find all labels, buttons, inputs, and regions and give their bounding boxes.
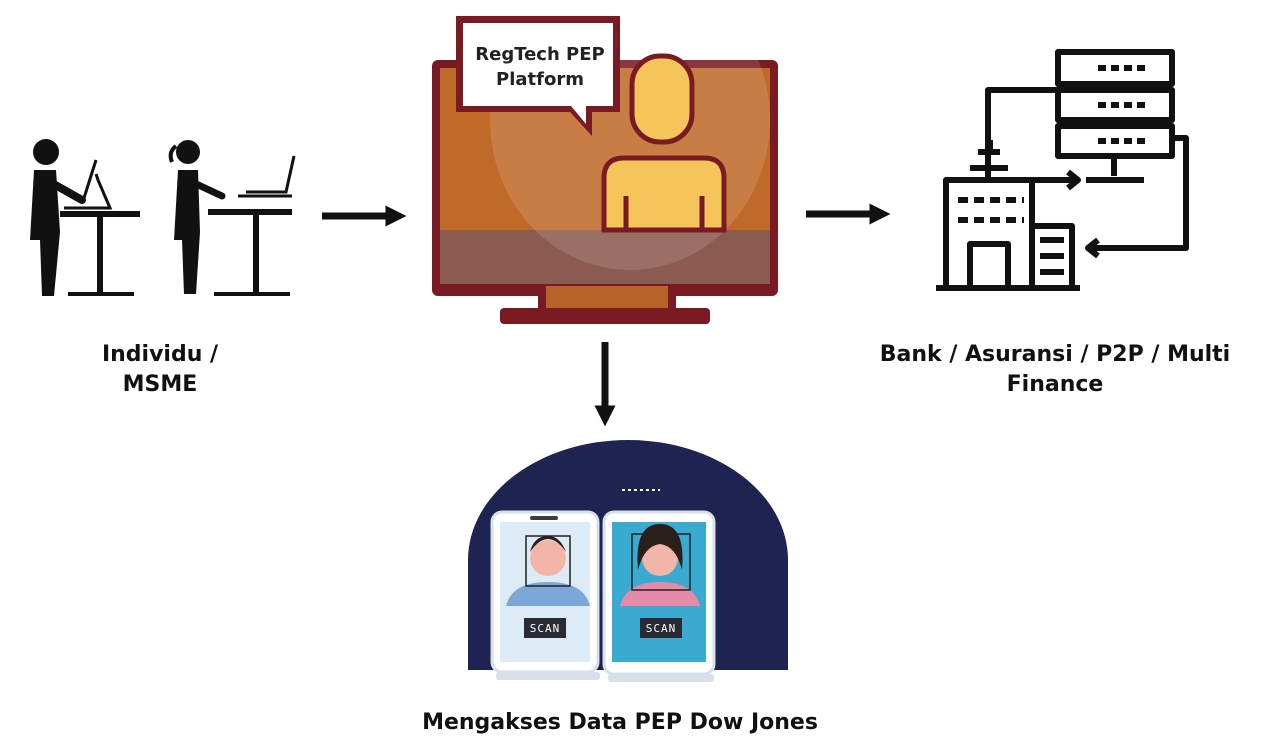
people-at-desks-icon [30,139,296,296]
platform-title-line1: RegTech PEP [475,44,605,65]
pep-data-label: Mengakses Data PEP Dow Jones [422,710,818,735]
platform-bubble-text: RegTech PEP Platform [470,42,610,92]
user-avatar-icon [601,53,727,233]
face-scan-phones-icon: SCAN SCAN [468,440,788,682]
scan-label-left: SCAN [530,622,561,635]
monitor-icon [432,0,778,324]
individu-label-line2: MSME [122,372,198,397]
platform-title-line2: Platform [496,69,584,90]
individu-label-line1: Individu / [101,342,219,367]
scan-label-right: SCAN [646,622,677,635]
server-building-icon [936,49,1189,291]
individu-label: Individu / MSME [60,340,260,400]
bank-label: Bank / Asuransi / P2P / Multi Finance [879,342,1231,397]
